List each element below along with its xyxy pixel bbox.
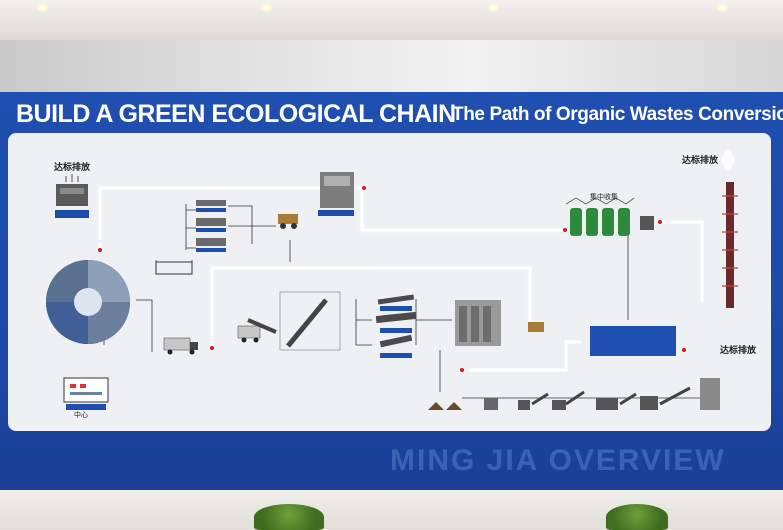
ceiling-light [36,3,48,12]
process-panel [8,133,771,431]
footer-overview-text: MING JIA OVERVIEW [390,444,726,477]
plant-left [254,504,324,530]
plant-right [606,504,668,530]
label-discharge-bottom-right: 达标排放 [720,345,757,355]
board-title-sub: The Path of Organic Wastes Conversion [452,104,783,125]
label-discharge-top-left: 达标排放 [54,162,91,172]
label-discharge-top-right: 达标排放 [682,155,719,165]
board-title-main: BUILD A GREEN ECOLOGICAL CHAIN [16,100,456,128]
ceiling [0,0,783,40]
ceiling-light [487,3,499,12]
wall [0,40,783,92]
ceiling-light [260,3,272,12]
label-center: 集中收集 [590,194,618,201]
label-monitor: 中心 [74,412,88,419]
floor [0,490,783,530]
ceiling-light [716,3,728,12]
